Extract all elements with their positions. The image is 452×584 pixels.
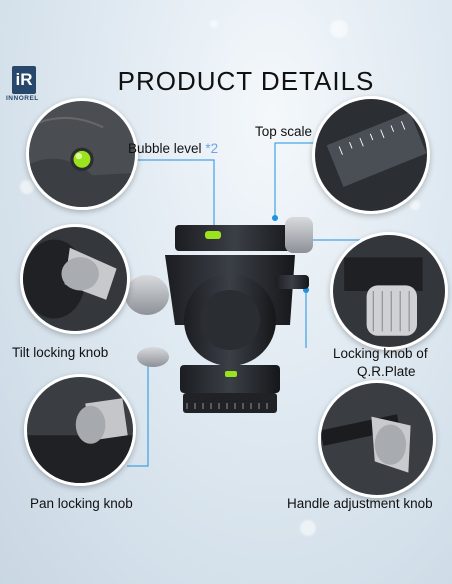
brand-logo: iR INNOREL: [6, 66, 44, 112]
bubble-level-label: Bubble level *2: [128, 141, 218, 156]
handle-knob-zoom: [318, 380, 436, 498]
tilt-knob-label: Tilt locking knob: [12, 345, 109, 360]
top-scale-zoom: [312, 96, 430, 214]
ball-head-image: [125, 205, 335, 505]
bubble-level-count: *2: [205, 141, 219, 156]
bokeh-light: [210, 20, 218, 28]
top-scale-label: Top scale: [255, 124, 313, 139]
bubble-level-zoom: [26, 98, 138, 210]
qr-knob-label-line1: Locking knob of: [333, 346, 428, 361]
bubble-level-text: Bubble level: [128, 141, 202, 156]
bokeh-light: [330, 20, 348, 38]
top-scale-dot: [272, 215, 278, 221]
bokeh-light: [20, 180, 34, 194]
bokeh-light: [410, 200, 420, 210]
handle-dot: [303, 287, 309, 293]
qr-knob-label-line2: Q.R.Plate: [357, 364, 416, 379]
qr-knob-zoom: [330, 232, 448, 350]
logo-mark: iR: [12, 66, 36, 94]
handle-knob-label: Handle adjustment knob: [287, 496, 433, 511]
tilt-knob-zoom: [20, 224, 130, 334]
logo-wordmark: INNOREL: [6, 95, 39, 102]
pan-knob-zoom: [24, 374, 136, 486]
bokeh-light: [300, 520, 316, 536]
pan-knob-label: Pan locking knob: [30, 496, 133, 511]
page-title: PRODUCT DETAILS: [117, 66, 375, 96]
